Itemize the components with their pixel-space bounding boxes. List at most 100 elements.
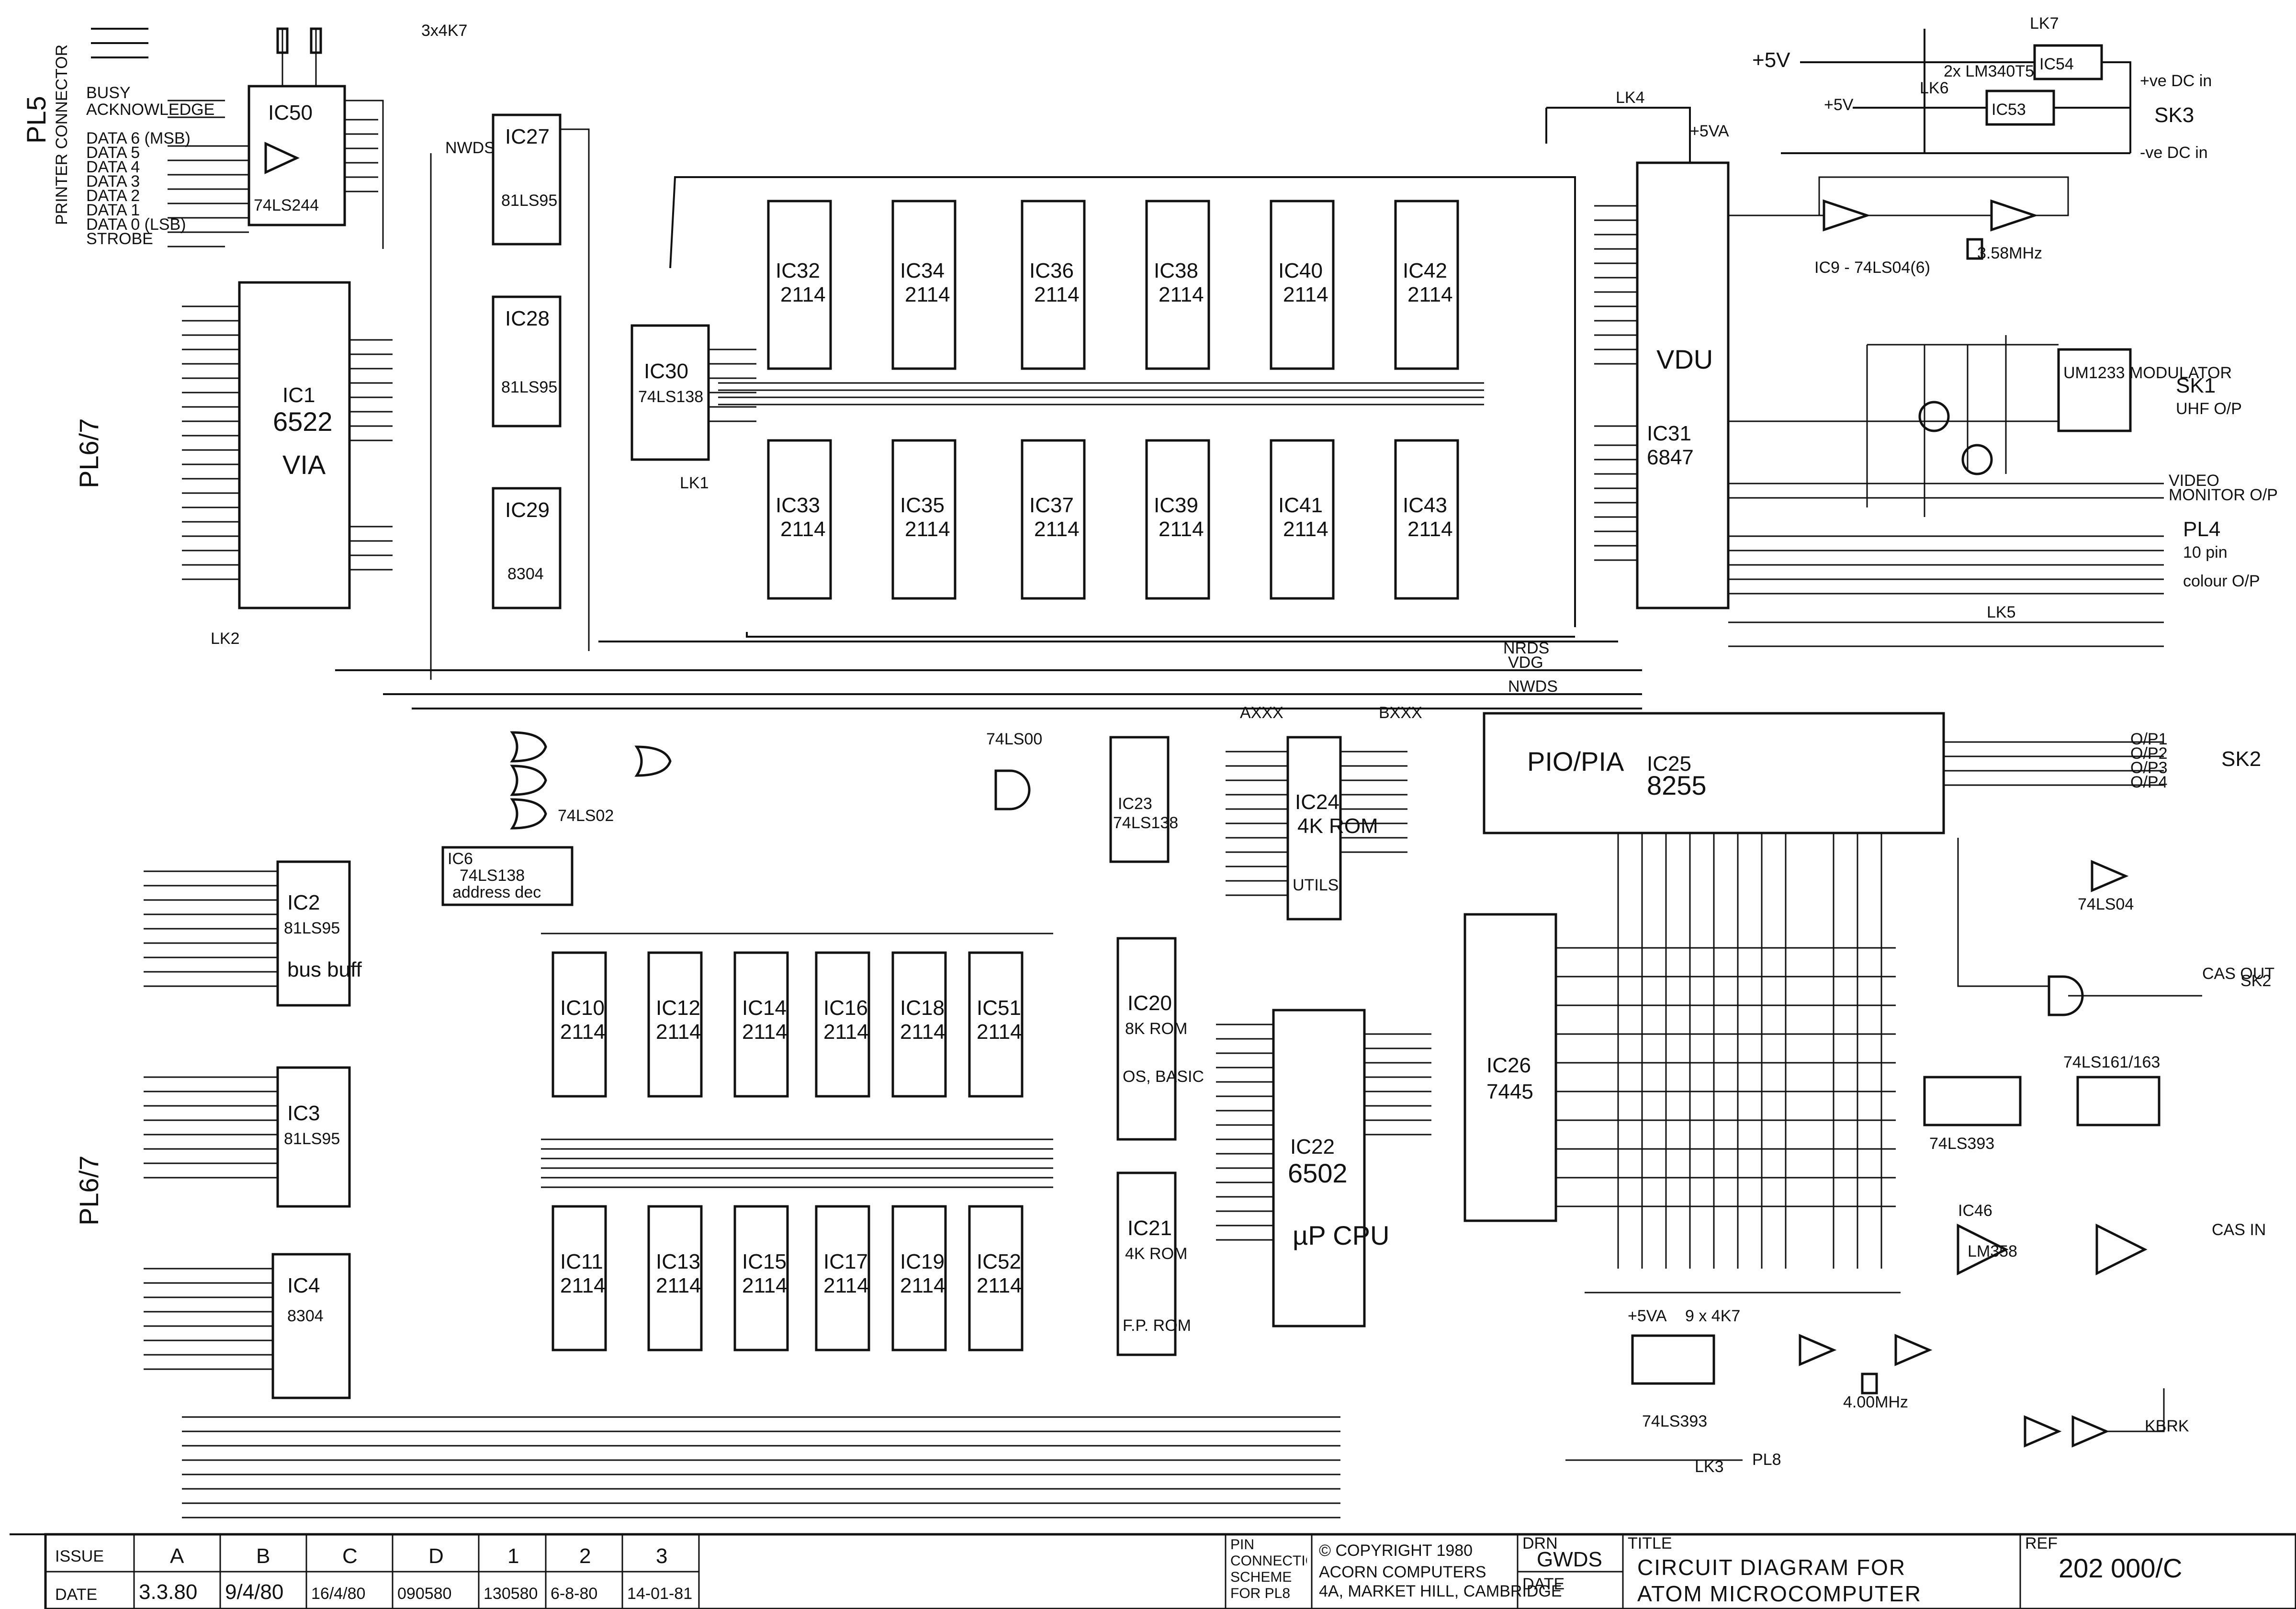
- ic24-role: UTILS: [1293, 876, 1339, 894]
- video-ram-part: 2114: [1159, 283, 1204, 306]
- ic21-ref: IC21: [1127, 1216, 1172, 1240]
- video-output-stage: UM1233 MODULATOR SK1 UHF O/P VIDEO MONIT…: [1728, 335, 2278, 647]
- main-ram-part: 2114: [656, 1020, 701, 1044]
- video-label: VIDEO: [2169, 472, 2219, 490]
- ic50-ref: IC50: [268, 101, 313, 124]
- printer-line-label: DATA 1: [86, 201, 140, 219]
- issue-date: 9/4/80: [225, 1580, 283, 1604]
- main-ram-part: 2114: [977, 1020, 1022, 1044]
- ic25-ref: IC25: [1647, 752, 1691, 776]
- nwds-label: NWDS: [445, 139, 495, 157]
- lk1-label: LK1: [680, 474, 709, 492]
- pl4-sub-label: 10 pin: [2183, 543, 2228, 562]
- ic30-decoder: IC30 74LS138: [630, 324, 710, 461]
- issue-date: 14-01-81: [627, 1585, 692, 1603]
- ic4-part: 8304: [287, 1307, 324, 1325]
- video-ram-part: 2114: [1283, 518, 1328, 541]
- main-ram-top-row: IC10 2114 IC12 2114 IC14 2114 IC16 2114 …: [551, 951, 1024, 1098]
- video-ram-part: 2114: [1034, 283, 1080, 306]
- ic3-part: 81LS95: [284, 1130, 340, 1148]
- resistor-pack-label: 3x4K7: [421, 22, 467, 40]
- printer-connector: PL5 PRINTER CONNECTOR: [21, 28, 148, 225]
- clock-oscillator-cpu: 74LS393 4.00MHz: [1631, 1334, 1933, 1430]
- ic2-role: bus buff: [287, 958, 362, 981]
- main-ram-ref: IC16: [823, 996, 868, 1020]
- video-ram-ref: IC38: [1154, 259, 1198, 282]
- video-ram-ref: IC43: [1403, 494, 1447, 517]
- video-ram-top-row: IC32 2114 IC34 2114 IC36 2114 IC38 2114 …: [767, 200, 1459, 370]
- ic20-os-basic-rom: IC20 8K ROM OS, BASIC: [1116, 937, 1204, 1141]
- video-ram-ref: IC33: [776, 494, 820, 517]
- video-ram-part: 2114: [1407, 283, 1453, 306]
- drawing-title-line2: ATOM MICROCOMPUTER: [1637, 1581, 1922, 1606]
- ic20-ref: IC20: [1127, 991, 1172, 1015]
- ic1-via: IC1 6522 VIA: [182, 281, 393, 609]
- ic46-opamp: IC46 LM358 CAS IN: [1957, 1202, 2266, 1276]
- expansion-connector-label: PL6/7: [74, 1156, 104, 1226]
- ic31-role: VDU: [1656, 344, 1713, 374]
- drawn-by-label: DRN: [1522, 1534, 1558, 1553]
- nrds-label: NRDS: [1503, 639, 1549, 657]
- ic54-ref: IC54: [2039, 55, 2074, 73]
- title-date-label: DATE: [1522, 1575, 1564, 1593]
- copyright-text: © COPYRIGHT 1980: [1319, 1541, 1473, 1560]
- main-ram-ref: IC18: [900, 996, 945, 1020]
- ic28-part: 81LS95: [501, 378, 557, 396]
- ic22-cpu: IC22 6502 µP CPU: [1216, 1009, 1431, 1328]
- ic20-part: 8K ROM: [1125, 1020, 1187, 1038]
- main-ram-part: 2114: [560, 1020, 606, 1044]
- ic26-part: 7445: [1486, 1080, 1533, 1103]
- lk7-label: LK7: [2030, 14, 2059, 33]
- video-ram-ref: IC35: [900, 494, 945, 517]
- ic20-role: OS, BASIC: [1123, 1068, 1204, 1086]
- ic31-ref: IC31: [1647, 422, 1691, 445]
- main-ram-ref: IC12: [656, 996, 700, 1020]
- ic7-part: 74LS02: [558, 807, 614, 825]
- sk1-sub-label: UHF O/P: [2176, 400, 2242, 418]
- video-ram-ref: IC39: [1154, 494, 1198, 517]
- dc-in-positive-label: +ve DC in: [2140, 72, 2212, 90]
- ic2-bus-buffer: IC2 81LS95 bus buff: [144, 860, 362, 1007]
- date-label: DATE: [55, 1586, 97, 1604]
- ic4-ref: IC4: [287, 1274, 320, 1297]
- supply-5v-label: +5V: [1752, 48, 1790, 72]
- printer-line-label: ACKNOWLEDGE: [86, 101, 214, 119]
- issue-value: C: [342, 1544, 358, 1568]
- ic28-buffer: IC28 81LS95: [492, 295, 562, 428]
- ic47-label: 74LS161/163: [2063, 1053, 2160, 1071]
- drawn-by-value: GWDS: [1537, 1548, 1602, 1571]
- sk3-label: SK3: [2154, 103, 2194, 127]
- ic8-part: 74LS00: [986, 730, 1042, 748]
- video-ram-part: 2114: [780, 518, 826, 541]
- main-ram-part: 2114: [560, 1274, 606, 1297]
- ic4-transceiver: IC4 8304: [144, 1253, 351, 1399]
- ic22-part: 6502: [1288, 1158, 1348, 1188]
- ic25-role: PIO/PIA: [1527, 746, 1624, 776]
- video-ram-ref: IC37: [1029, 494, 1074, 517]
- main-ram-part: 2114: [900, 1274, 945, 1297]
- issue-value: A: [170, 1544, 184, 1568]
- output-3-label: O/P3: [2130, 759, 2167, 777]
- expansion-connector-label: PL6/7: [74, 418, 104, 488]
- printer-line-label: DATA 6 (MSB): [86, 129, 191, 147]
- ic30-ref: IC30: [644, 360, 688, 383]
- ic6-address-decoder: IC6 74LS138 address dec: [441, 846, 574, 906]
- video-ram-ref: IC32: [776, 259, 820, 282]
- ic46-ref: IC46: [1958, 1202, 1992, 1220]
- cas-in-label: CAS IN: [2212, 1221, 2266, 1239]
- issue-value: B: [256, 1544, 270, 1568]
- video-ram-part: 2114: [1034, 518, 1080, 541]
- ic23-ref: IC23: [1118, 795, 1152, 813]
- pl8-label: PL8: [1752, 1451, 1781, 1469]
- crystal-x1-freq: 3.58MHz: [1977, 244, 2042, 262]
- main-ram-part: 2114: [900, 1020, 945, 1044]
- ic45-part: 74LS04: [2078, 895, 2134, 913]
- company-address: 4A, MARKET HILL, CAMBRIDGE: [1319, 1582, 1562, 1600]
- printer-line-label: DATA 3: [86, 172, 140, 191]
- ic44-label: 74LS393: [1642, 1412, 1707, 1430]
- modulator-label: UM1233 MODULATOR: [2063, 364, 2232, 382]
- ic22-ref: IC22: [1290, 1135, 1335, 1159]
- break-key: KBRK: [2024, 1388, 2189, 1448]
- axxx-label: AXXX: [1240, 704, 1283, 722]
- pullup-supply-label: +5VA: [1628, 1307, 1667, 1325]
